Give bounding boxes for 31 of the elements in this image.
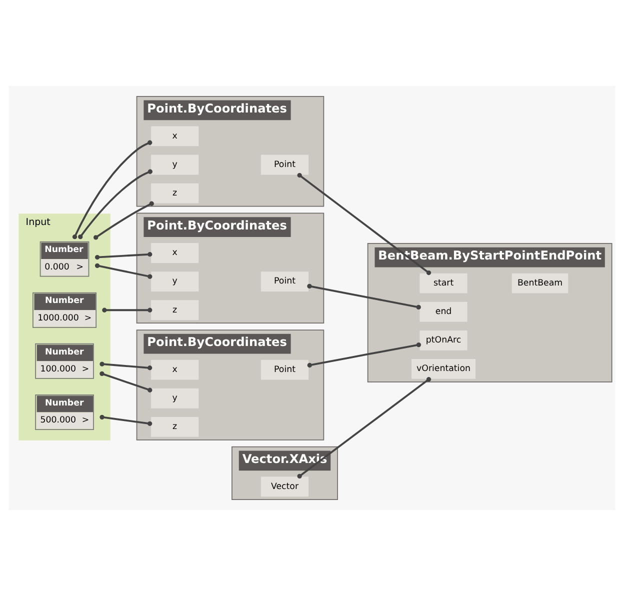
node-box: Point (260, 360, 309, 380)
node-box: z (151, 300, 199, 320)
connector (297, 377, 432, 479)
node-box: ptOnArc (420, 330, 468, 350)
node-box: BentBeam (512, 273, 568, 294)
connector (307, 284, 421, 310)
node-box: Point (260, 272, 309, 292)
connector (94, 201, 154, 240)
node-box: vOrientation (412, 359, 476, 379)
node-box: x (151, 360, 199, 380)
connector (100, 371, 152, 392)
node-box: z (151, 416, 199, 437)
connector (297, 172, 432, 276)
node-box: Point (260, 154, 309, 175)
connector (94, 263, 152, 279)
node-box: y (151, 388, 199, 408)
node-box: x (151, 126, 199, 146)
connector (102, 308, 152, 312)
node-box: x (151, 243, 199, 263)
node-box: y (151, 272, 199, 292)
connector (94, 252, 152, 260)
connector (78, 169, 153, 240)
connector (307, 342, 422, 368)
connector (72, 140, 152, 240)
node-box: end (420, 302, 468, 322)
node-box: y (151, 154, 199, 175)
connector (100, 362, 152, 370)
connector (100, 414, 152, 426)
node-box: start (420, 273, 468, 294)
node-box: z (151, 183, 199, 204)
node-box: Vector (260, 476, 309, 497)
